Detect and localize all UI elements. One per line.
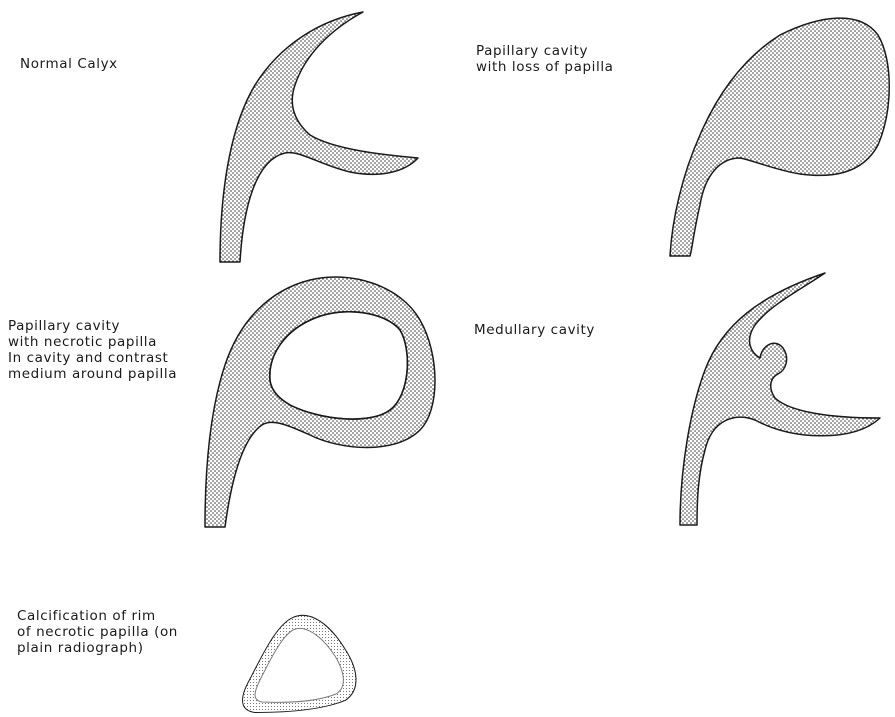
label-medullary-cavity: Medullary cavity	[474, 322, 595, 338]
label-line: Calcification of rim	[17, 608, 178, 624]
label-necrotic-papilla: Papillary cavity with necrotic papilla I…	[8, 318, 177, 382]
label-line: In cavity and contrast	[8, 350, 177, 366]
label-normal-calyx: Normal Calyx	[20, 56, 118, 72]
label-line: plain radiograph)	[17, 640, 178, 656]
label-loss-of-papilla: Papillary cavity with loss of papilla	[476, 43, 614, 75]
label-line: Papillary cavity	[8, 318, 177, 334]
label-line: medium around papilla	[8, 366, 177, 382]
medullary-cavity-shape	[680, 273, 880, 525]
label-line: of necrotic papilla (on	[17, 624, 178, 640]
loss-of-papilla-shape	[670, 18, 889, 256]
label-line: Normal Calyx	[20, 56, 118, 72]
label-line: Papillary cavity	[476, 43, 614, 59]
label-calcification: Calcification of rim of necrotic papilla…	[17, 608, 178, 656]
normal-calyx-shape	[220, 12, 418, 262]
label-line: Medullary cavity	[474, 322, 595, 338]
calcification-rim-shape	[243, 616, 355, 712]
label-line: with necrotic papilla	[8, 334, 177, 350]
label-line: with loss of papilla	[476, 59, 614, 75]
necrotic-papilla-shape	[205, 277, 435, 527]
